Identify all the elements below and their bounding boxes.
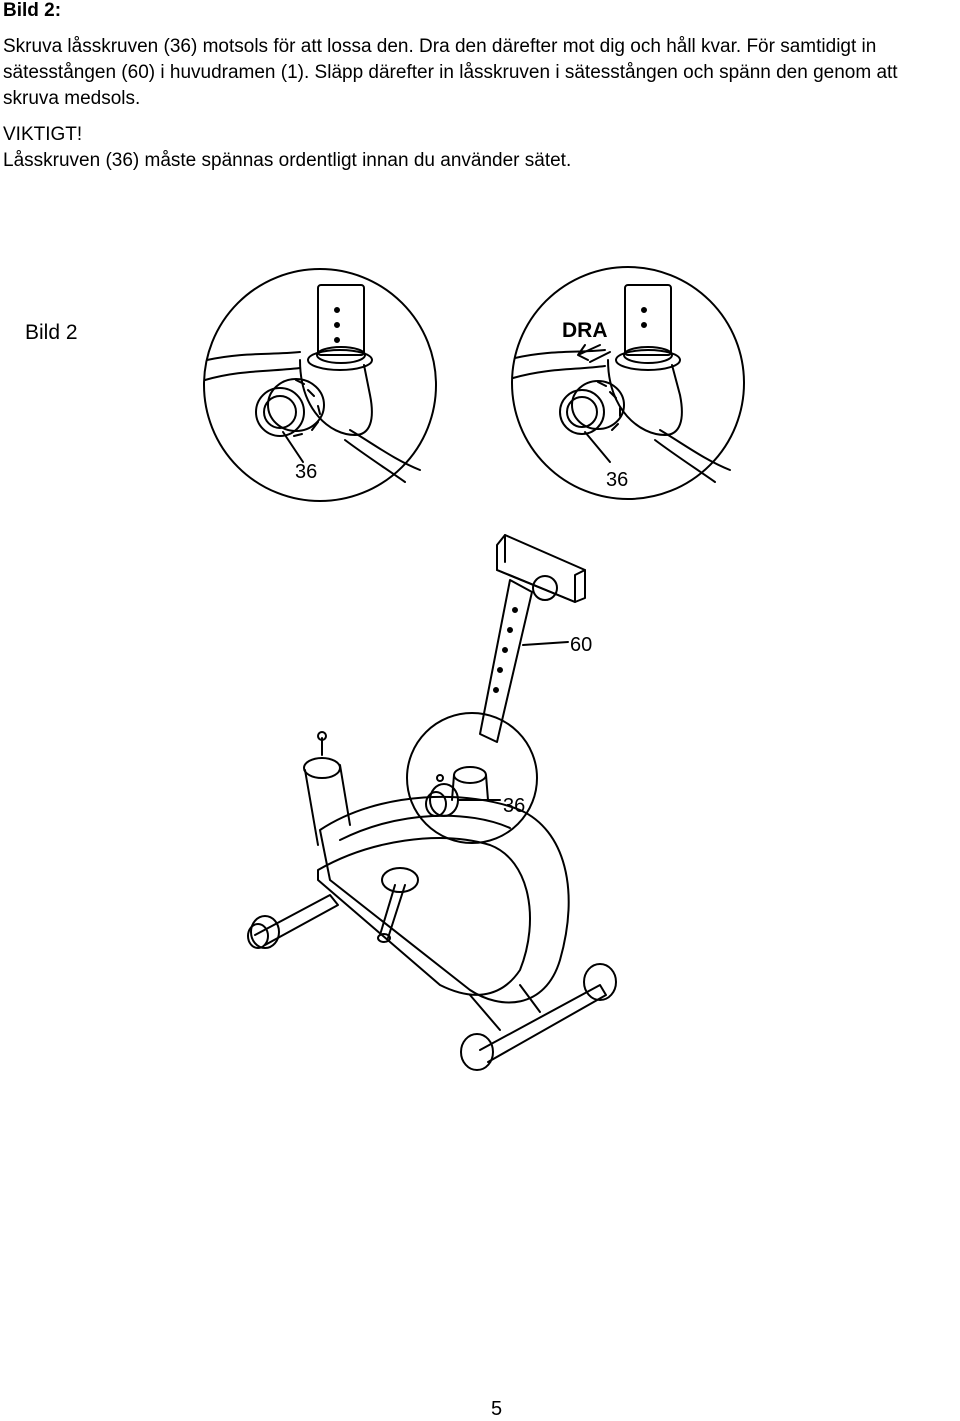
exercise-bike bbox=[247, 534, 617, 1071]
page-number: 5 bbox=[491, 1398, 503, 1420]
important-label: VIKTIGT! bbox=[3, 124, 83, 145]
callout-60: 60 bbox=[570, 634, 592, 656]
callout-36-left: 36 bbox=[295, 461, 317, 483]
important-note: Låsskruven (36) måste spännas ordentligt… bbox=[3, 150, 572, 171]
instruction-paragraph: Skruva låsskruven (36) motsols för att l… bbox=[3, 36, 898, 109]
callout-36-right: 36 bbox=[606, 469, 628, 491]
figure-label: Bild 2 bbox=[25, 321, 78, 344]
lock-knob-left bbox=[255, 378, 325, 437]
detail-circle-right bbox=[511, 266, 745, 500]
lock-knob-right bbox=[559, 380, 625, 435]
callout-36-main: 36 bbox=[503, 795, 525, 817]
pull-arrow-icon bbox=[577, 344, 611, 363]
detail-circle-left bbox=[203, 268, 437, 502]
assembly-illustration: 36 DRA 36 bbox=[203, 266, 745, 1071]
callout-pull: DRA bbox=[562, 319, 608, 342]
section-heading: Bild 2: bbox=[3, 0, 62, 21]
